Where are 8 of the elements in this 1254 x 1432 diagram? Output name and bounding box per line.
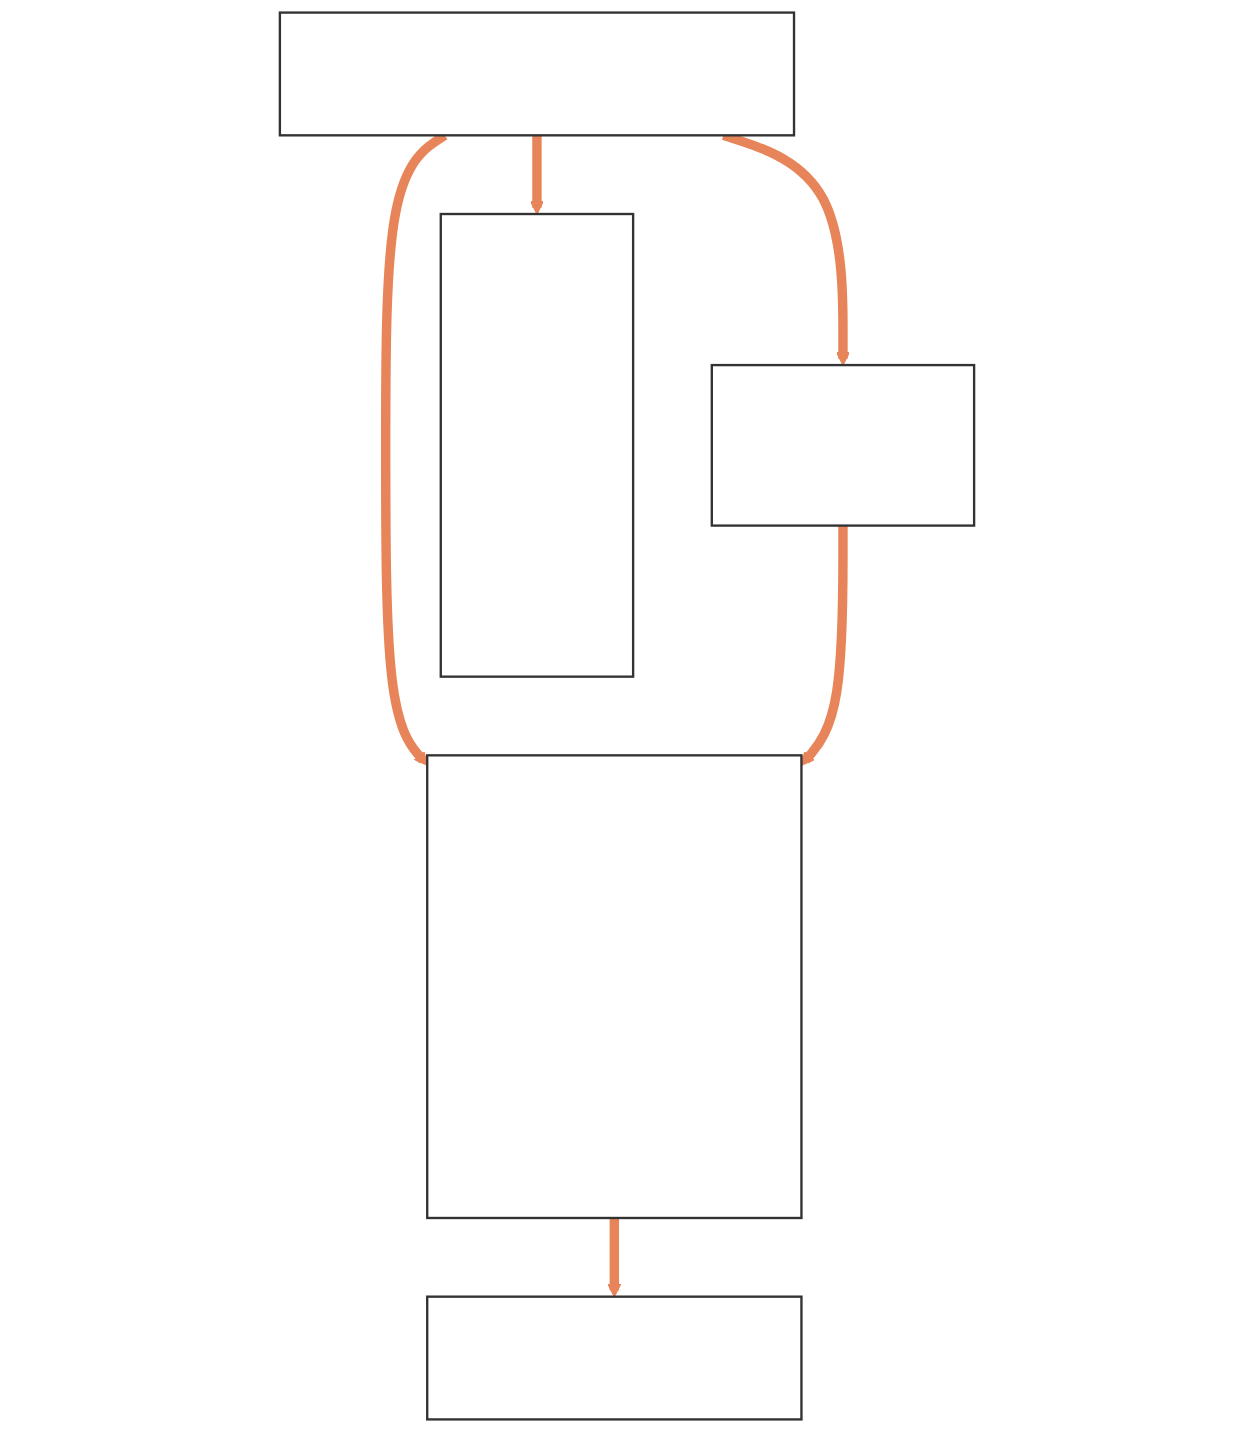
node-box — [278, 11, 796, 137]
node-box — [439, 212, 635, 678]
arrow — [800, 525, 848, 766]
arrow — [607, 1218, 622, 1298]
arrow — [530, 135, 544, 215]
node-box — [426, 754, 803, 1220]
node-box — [426, 1295, 803, 1421]
node-box — [710, 363, 976, 527]
